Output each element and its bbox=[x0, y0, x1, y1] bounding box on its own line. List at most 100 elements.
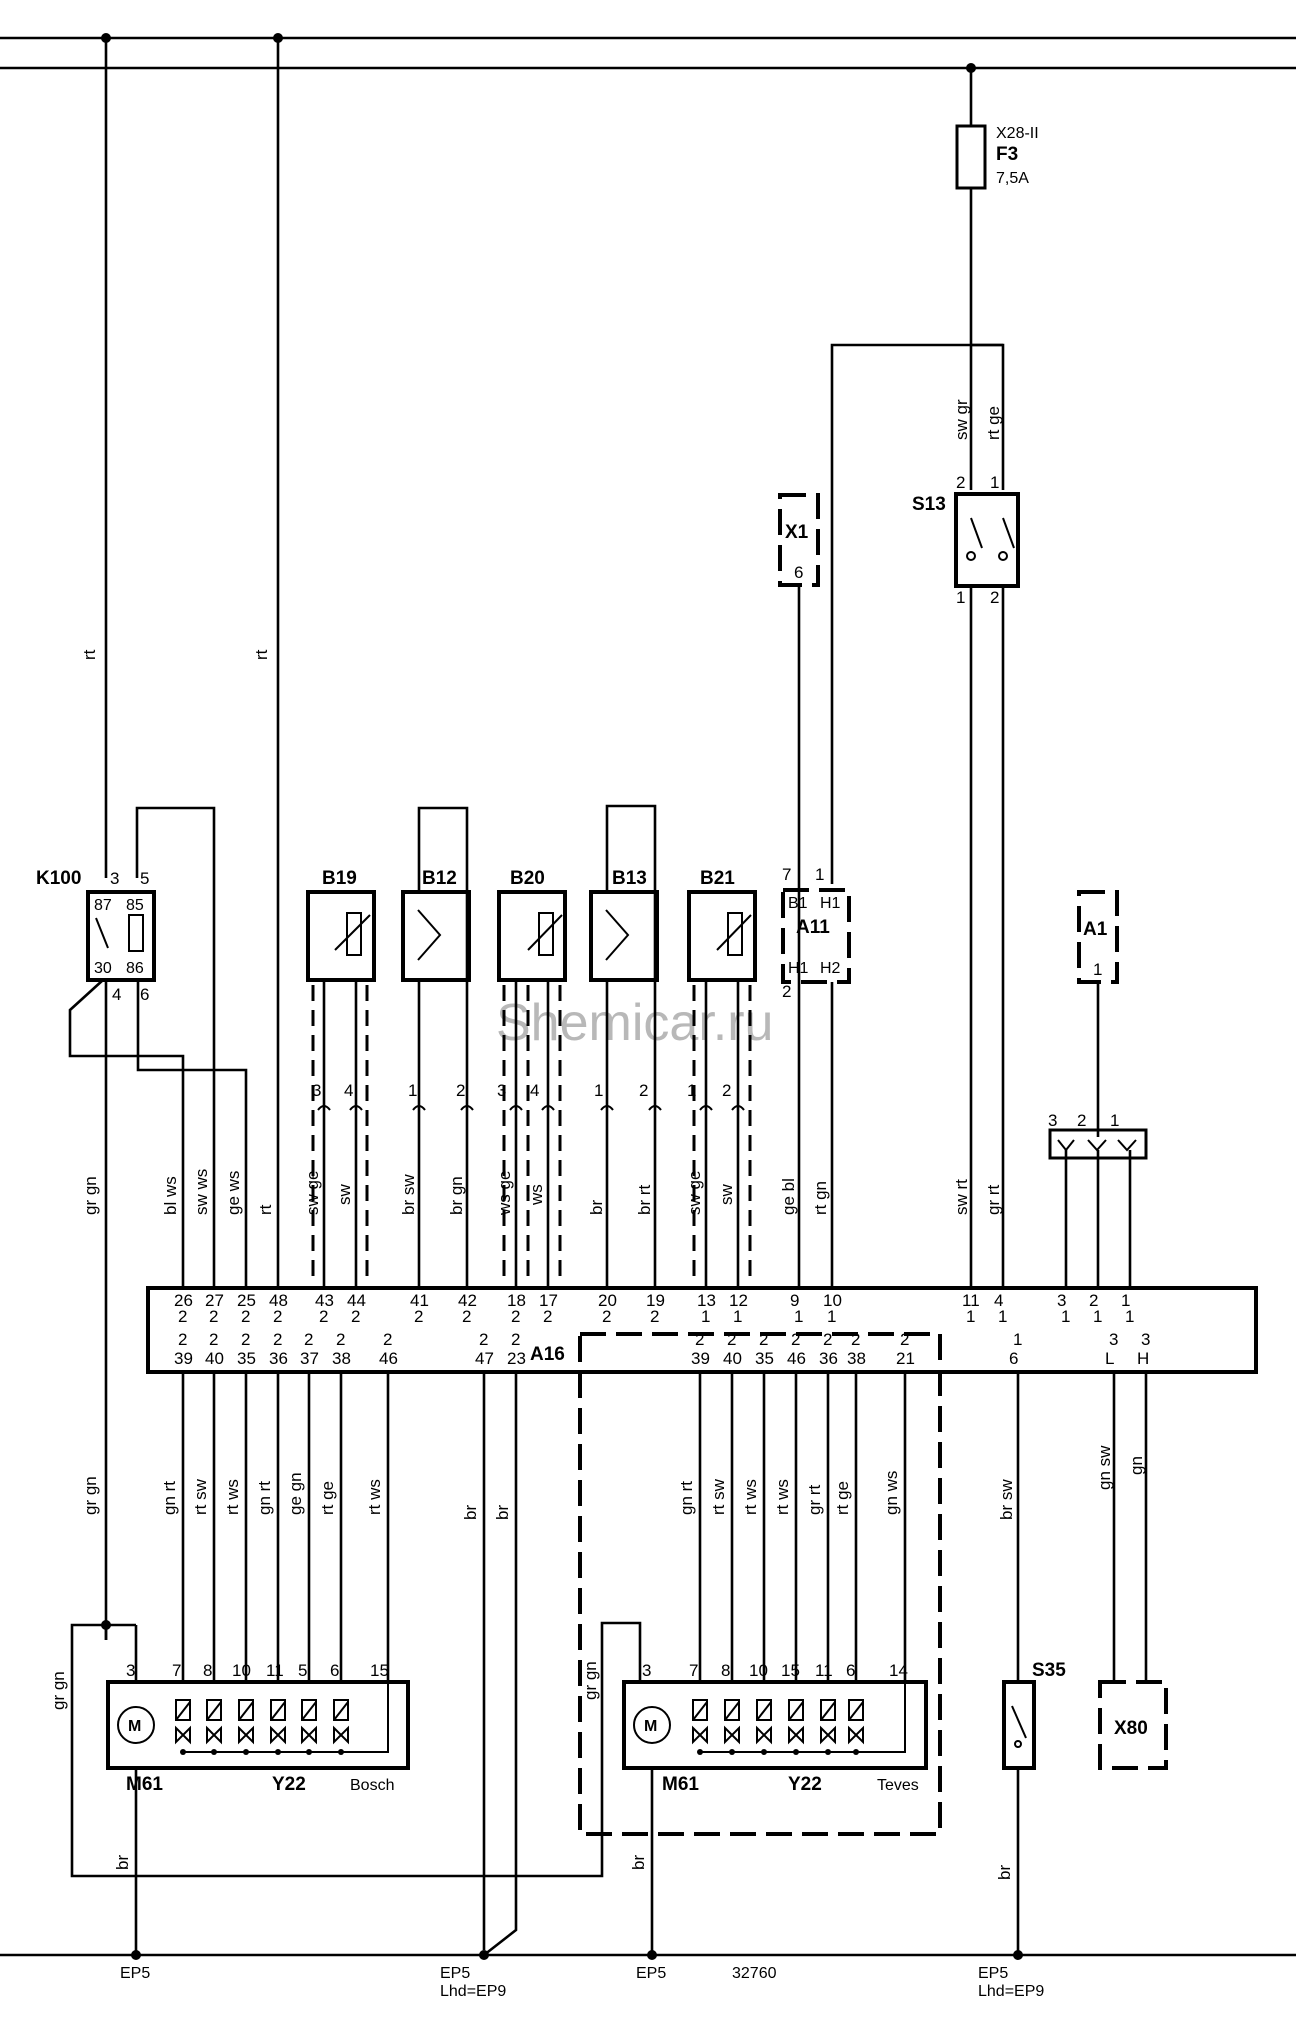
svg-text:1: 1 bbox=[956, 588, 965, 607]
a16-pin: 42 bbox=[458, 1291, 477, 1310]
a16-pin: 40 bbox=[205, 1349, 224, 1368]
switch-s35 bbox=[1002, 1680, 1036, 1770]
a16-pin: 25 bbox=[237, 1291, 256, 1310]
svg-text:1: 1 bbox=[687, 1081, 696, 1100]
svg-text:K100: K100 bbox=[36, 868, 81, 889]
a16-pin: 12 bbox=[729, 1291, 748, 1310]
svg-text:ws: ws bbox=[527, 1184, 546, 1206]
a16-pin: H bbox=[1137, 1349, 1149, 1368]
wire-label: rt ge bbox=[833, 1481, 852, 1515]
wire-rtgn-loop bbox=[830, 343, 1003, 884]
a16-pin: 35 bbox=[237, 1349, 256, 1368]
svg-text:4: 4 bbox=[530, 1081, 539, 1100]
svg-text:Lhd=EP9: Lhd=EP9 bbox=[440, 1983, 506, 2000]
a16-pin: 39 bbox=[691, 1349, 710, 1368]
svg-text:B20: B20 bbox=[510, 868, 545, 889]
svg-text:M61: M61 bbox=[662, 1774, 699, 1795]
switch-s13 bbox=[954, 492, 1020, 588]
wire-label: gn rt bbox=[677, 1481, 696, 1515]
svg-text:1: 1 bbox=[990, 473, 999, 492]
solenoid-icon bbox=[270, 1699, 286, 1721]
a16-pin: 2 bbox=[209, 1330, 218, 1349]
wire-label: rt ge bbox=[984, 406, 1003, 440]
motor-icon bbox=[117, 1706, 155, 1744]
wire-label: gr rt bbox=[984, 1185, 1003, 1216]
svg-text:Y22: Y22 bbox=[272, 1774, 306, 1795]
svg-text:Lhd=EP9: Lhd=EP9 bbox=[978, 1983, 1044, 2000]
valve-icon bbox=[820, 1725, 836, 1745]
svg-text:3: 3 bbox=[497, 1081, 506, 1100]
a16-pin: 2 bbox=[336, 1330, 345, 1349]
svg-text:EP5: EP5 bbox=[636, 1965, 666, 1982]
svg-text:S35: S35 bbox=[1032, 1660, 1066, 1681]
svg-text:3: 3 bbox=[110, 869, 119, 888]
svg-text:4: 4 bbox=[344, 1081, 353, 1100]
a16-pin: 13 bbox=[697, 1291, 716, 1310]
a16-pin: 2 bbox=[602, 1307, 611, 1326]
valve-block-bosch bbox=[175, 1682, 389, 1755]
svg-text:EP5: EP5 bbox=[440, 1965, 470, 1982]
a16-pin: 1 bbox=[827, 1307, 836, 1326]
svg-text:2: 2 bbox=[1077, 1111, 1086, 1130]
module-pin: 10 bbox=[232, 1661, 251, 1680]
a16-pin: 40 bbox=[723, 1349, 742, 1368]
a16-pin: 38 bbox=[332, 1349, 351, 1368]
fuse-f3 bbox=[955, 124, 987, 190]
svg-text:gr gn: gr gn bbox=[81, 1176, 100, 1215]
valve-icon bbox=[692, 1725, 708, 1745]
a16-pin: 1 bbox=[794, 1307, 803, 1326]
valve-icon bbox=[848, 1725, 864, 1745]
valve-icon bbox=[333, 1725, 349, 1745]
svg-text:br: br bbox=[629, 1855, 648, 1870]
solenoid-icon bbox=[788, 1699, 804, 1721]
svg-text:gn: gn bbox=[1127, 1456, 1146, 1475]
svg-text:B12: B12 bbox=[422, 868, 457, 889]
module-pin: 7 bbox=[172, 1661, 181, 1680]
a16-pin: 2 bbox=[727, 1330, 736, 1349]
solenoid-icon bbox=[238, 1699, 254, 1721]
a16-pin: 44 bbox=[347, 1291, 366, 1310]
a16-pin: 23 bbox=[507, 1349, 526, 1368]
fuse-name: F3 bbox=[996, 144, 1018, 165]
a16-pin: 6 bbox=[1009, 1349, 1018, 1368]
a16-pin: 27 bbox=[205, 1291, 224, 1310]
svg-text:br: br bbox=[587, 1200, 606, 1215]
svg-text:br gn: br gn bbox=[447, 1176, 466, 1215]
svg-text:6: 6 bbox=[140, 985, 149, 1004]
a16-pin: 2 bbox=[543, 1307, 552, 1326]
a16-pin: 38 bbox=[847, 1349, 866, 1368]
svg-text:1: 1 bbox=[1110, 1111, 1119, 1130]
svg-text:ws ge: ws ge bbox=[495, 1171, 514, 1216]
motor-icon bbox=[633, 1706, 671, 1744]
a16-pin: 2 bbox=[650, 1307, 659, 1326]
svg-text:gr gn: gr gn bbox=[81, 1476, 100, 1515]
sensor-b20 bbox=[497, 890, 567, 1288]
module-pin: 15 bbox=[370, 1661, 389, 1680]
module-a11 bbox=[781, 888, 851, 984]
wire-label: rt sw bbox=[709, 1478, 728, 1515]
svg-text:7: 7 bbox=[782, 865, 791, 884]
a16-pin: 2 bbox=[241, 1307, 250, 1326]
wire-label: rt ws bbox=[773, 1479, 792, 1515]
wire-label: gn ws bbox=[882, 1471, 901, 1515]
a16-pin: 26 bbox=[174, 1291, 193, 1310]
module-teves bbox=[622, 1680, 928, 1770]
svg-text:1: 1 bbox=[594, 1081, 603, 1100]
svg-text:1: 1 bbox=[408, 1081, 417, 1100]
a16-pin: 2 bbox=[304, 1330, 313, 1349]
valve-icon bbox=[238, 1725, 254, 1745]
svg-text:EP5: EP5 bbox=[978, 1965, 1008, 1982]
svg-text:sw ge: sw ge bbox=[303, 1171, 322, 1215]
svg-text:bl ws: bl ws bbox=[161, 1176, 180, 1215]
svg-text:1: 1 bbox=[815, 865, 824, 884]
svg-text:M: M bbox=[644, 1718, 657, 1735]
valve-block-teves bbox=[692, 1682, 906, 1755]
a16-pin: 2 bbox=[695, 1330, 704, 1349]
a16-pin: 21 bbox=[896, 1349, 915, 1368]
svg-text:Y22: Y22 bbox=[788, 1774, 822, 1795]
a16-pin: 2 bbox=[462, 1307, 471, 1326]
svg-text:X80: X80 bbox=[1114, 1718, 1148, 1739]
a16-pin: 35 bbox=[755, 1349, 774, 1368]
wire-label: ge gn bbox=[286, 1472, 305, 1515]
svg-text:br: br bbox=[995, 1865, 1014, 1880]
